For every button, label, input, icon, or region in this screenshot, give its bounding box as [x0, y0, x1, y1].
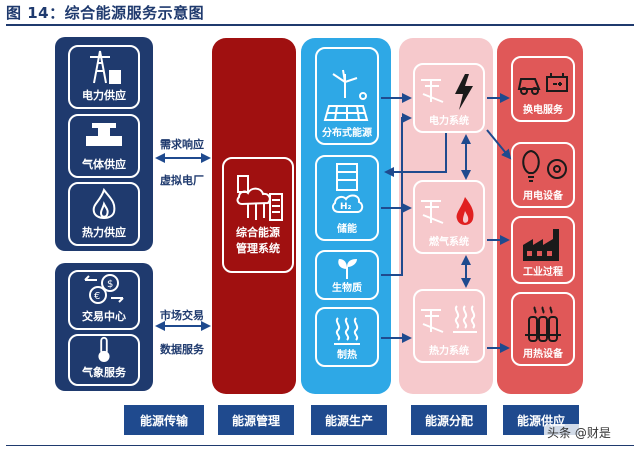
production-heating-label: 制热: [337, 350, 357, 361]
svg-text:$: $: [107, 279, 113, 290]
trade-tile-center: $ € 交易中心: [68, 270, 140, 330]
flame-icon: [92, 188, 116, 219]
production-tile-storage: H₂ 储能: [315, 155, 379, 241]
production-tile-distributed: 分布式能源: [315, 47, 379, 145]
data-service-label: 数据服务: [160, 343, 204, 356]
currency-exchange-icon: $ €: [84, 274, 124, 304]
supply-tile-heat: 热力供应: [68, 182, 140, 246]
car-battery-icon: [517, 73, 568, 95]
footer-energy-management: 能源管理: [218, 405, 294, 435]
distribution-tile-heat: 热力系统: [413, 289, 485, 363]
management-box: 综合能源 管理系统: [222, 157, 294, 273]
gas-valve-icon: [86, 123, 122, 146]
consumption-tile-electric: 用电设备: [511, 142, 575, 208]
consumption-electric-label: 用电设备: [523, 191, 563, 202]
thermometer-icon: [98, 336, 110, 362]
footer-energy-distribution: 能源分配: [411, 405, 487, 435]
title-divider: [6, 24, 634, 26]
figure-title: 图 14：综合能源服务示意图: [6, 4, 205, 22]
consumption-tile-industry: 工业过程: [511, 216, 575, 284]
h2-storage-icon: H₂: [331, 163, 364, 213]
supply-heat-label: 热力供应: [82, 226, 126, 239]
arrow-power-to-electric: [486, 129, 512, 160]
distribution-power-label: 电力系统: [429, 116, 469, 127]
factory-icon: [523, 229, 559, 261]
trade-center-label: 交易中心: [82, 310, 126, 323]
distribution-tile-power: 电力系统: [413, 63, 485, 133]
power-tower-icon: [90, 50, 121, 84]
bottom-divider: [6, 445, 634, 446]
management-label-line2: 管理系统: [236, 242, 280, 255]
heat-waves-icon: [334, 317, 360, 345]
demand-response-label: 需求响应: [160, 138, 204, 151]
supply-panel: 电力供应 气体供应 热力供应: [55, 37, 153, 251]
trade-weather-label: 气象服务: [82, 366, 126, 379]
market-trade-label: 市场交易: [160, 309, 204, 322]
consumption-heat-label: 用热设备: [523, 349, 563, 360]
management-label-line1: 综合能源: [236, 226, 280, 239]
arrow-power-to-storage: [384, 133, 447, 177]
fire-icon: [421, 197, 474, 225]
arrow-biomass-to-power: [381, 113, 412, 276]
trade-tile-weather: 气象服务: [68, 334, 140, 386]
watermark: 头条 @财是: [544, 424, 614, 441]
production-tile-biomass: 生物质: [315, 250, 379, 300]
supply-gas-label: 气体供应: [82, 158, 126, 171]
production-biomass-label: 生物质: [332, 283, 362, 294]
lightning-icon: [421, 74, 473, 110]
consumption-tile-heat: 用热设备: [511, 292, 575, 366]
wind-solar-icon: [323, 69, 369, 121]
supply-tile-gas: 气体供应: [68, 114, 140, 178]
consumption-tile-swap: 换电服务: [511, 56, 575, 122]
cloud-server-icon: [236, 175, 283, 221]
production-storage-label: 储能: [337, 224, 357, 235]
heat-waves-icon: [421, 305, 477, 333]
distribution-gas-label: 燃气系统: [429, 237, 469, 248]
production-distributed-label: 分布式能源: [322, 128, 372, 139]
radiator-icon: [525, 306, 561, 342]
trade-panel: $ € 交易中心 气象服务: [55, 263, 153, 391]
svg-text:H₂: H₂: [340, 202, 352, 212]
consumption-industry-label: 工业过程: [523, 267, 563, 278]
bulb-icon: [522, 149, 567, 182]
supply-power-label: 电力供应: [82, 89, 126, 102]
footer-energy-production: 能源生产: [311, 405, 387, 435]
distribution-tile-gas: 燃气系统: [413, 180, 485, 254]
distribution-heat-label: 热力系统: [429, 346, 469, 357]
footer-energy-transport: 能源传输: [124, 405, 204, 435]
svg-text:€: €: [94, 291, 100, 302]
consumption-swap-label: 换电服务: [523, 105, 563, 116]
supply-tile-power: 电力供应: [68, 45, 140, 109]
sprout-icon: [338, 259, 357, 279]
virtual-plant-label: 虚拟电厂: [160, 174, 204, 187]
production-tile-heating: 制热: [315, 307, 379, 367]
